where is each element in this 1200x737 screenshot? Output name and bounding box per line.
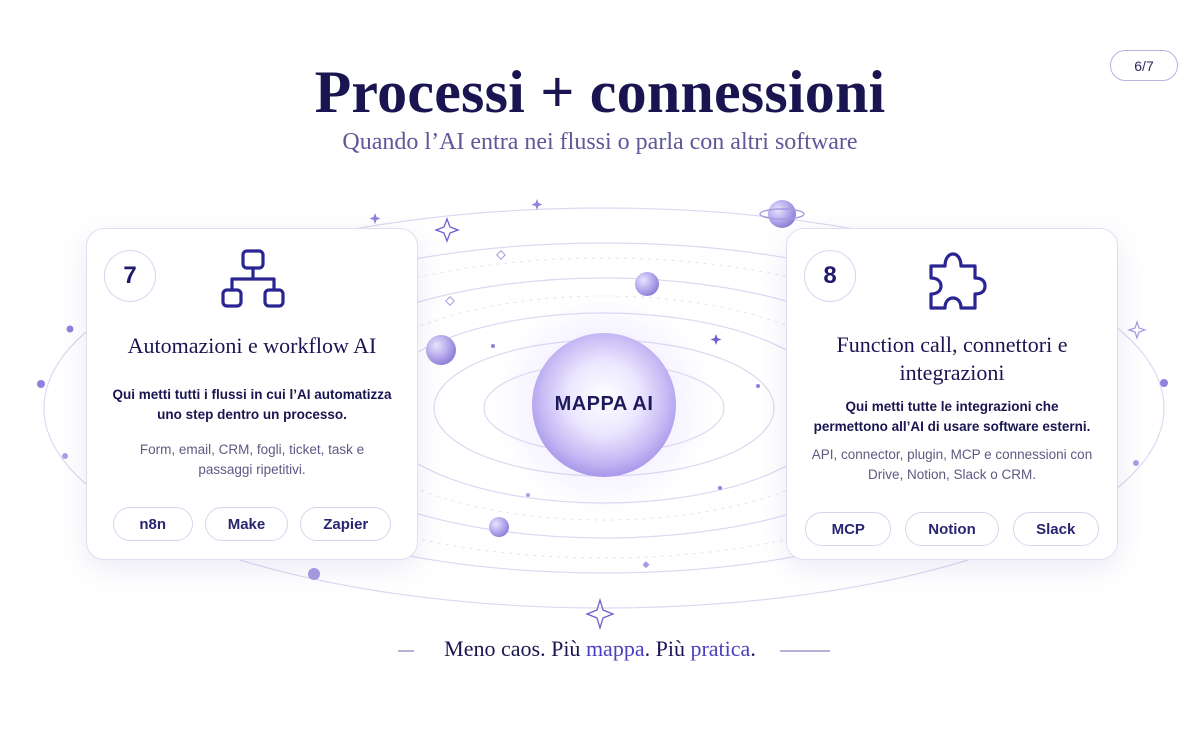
tool-chips: n8n Make Zapier: [87, 507, 417, 541]
footer-accent-pratica: pratica: [690, 636, 751, 661]
card-integrazioni: 8 Function call, connettori e integrazio…: [786, 228, 1118, 560]
card-title: Function call, connettori e integrazioni: [836, 332, 1068, 385]
card-title: Automazioni e workflow AI: [127, 333, 377, 358]
page-subtitle: Quando l’AI entra nei flussi o parla con…: [342, 129, 858, 155]
footer-divider-left: [398, 650, 414, 652]
chip-zapier[interactable]: Zapier: [300, 507, 392, 541]
card-automazioni: 7 Automazioni e workflow AI Qui metti tu…: [86, 228, 418, 560]
chip-make[interactable]: Make: [204, 507, 289, 541]
card-description: Qui metti tutti i flussi in cui l’AI aut…: [112, 387, 392, 422]
page-indicator: 6/7: [1110, 50, 1178, 81]
card-examples: Form, email, CRM, fogli, ticket, task e …: [139, 442, 365, 477]
footer-text: . Più: [644, 636, 691, 661]
chip-slack[interactable]: Slack: [1012, 512, 1099, 546]
footer-text: Meno caos. Più: [444, 636, 586, 661]
footer-tagline: Meno caos. Più mappa. Più pratica.: [0, 636, 1200, 662]
chip-mcp[interactable]: MCP: [805, 512, 892, 546]
chip-notion[interactable]: Notion: [905, 512, 999, 546]
card-number-badge: 8: [804, 250, 856, 302]
chip-n8n[interactable]: n8n: [112, 507, 193, 541]
puzzle-icon: [929, 252, 987, 310]
workflow-icon: [221, 249, 285, 308]
card-description: Qui metti tutte le integrazioni che perm…: [813, 399, 1091, 434]
footer-accent-mappa: mappa: [585, 636, 645, 661]
card-examples: API, connector, plugin, MCP e connession…: [811, 447, 1093, 482]
tool-chips: MCP Notion Slack: [787, 512, 1117, 546]
center-label: MAPPA AI: [554, 393, 654, 415]
footer-text: .: [750, 636, 756, 661]
page-title: Processi + connessioni: [314, 59, 886, 125]
card-number-badge: 7: [104, 250, 156, 302]
footer-divider-right: [780, 650, 830, 652]
